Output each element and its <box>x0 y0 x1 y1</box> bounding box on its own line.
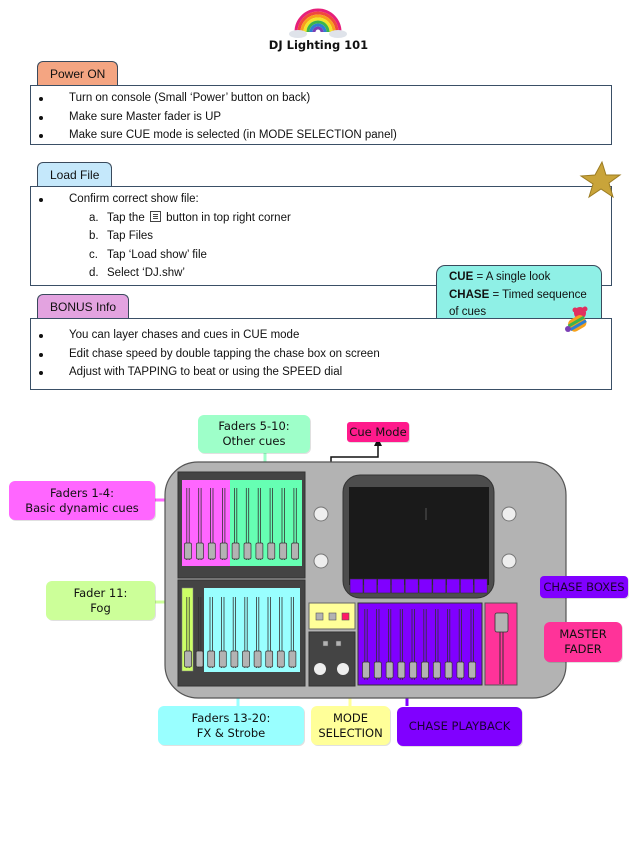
chase-box[interactable] <box>432 578 447 594</box>
bear-sticker-icon <box>565 306 588 332</box>
top-fader[interactable] <box>267 488 276 560</box>
bottom-fader[interactable] <box>218 597 227 668</box>
top-fader[interactable] <box>279 488 288 560</box>
bottom-fader[interactable] <box>207 597 216 668</box>
chase-box[interactable] <box>404 578 419 594</box>
chase-fader[interactable] <box>397 609 406 680</box>
load-file-box: Confirm correct show file: a.Tap the but… <box>30 186 612 286</box>
list-item: Make sure CUE mode is selected (in MODE … <box>39 126 611 145</box>
bottom-fader[interactable] <box>242 597 250 668</box>
chase-fader[interactable] <box>421 609 429 680</box>
list-item: Adjust with TAPPING to beat or using the… <box>39 363 611 382</box>
page-title: DJ Lighting 101 <box>268 38 369 52</box>
screen <box>349 487 489 585</box>
label-chase-playback: CHASE PLAYBACK <box>397 707 522 746</box>
list-item: You can layer chases and cues in CUE mod… <box>39 326 611 345</box>
list-item: Edit chase speed by double tapping the c… <box>39 345 611 364</box>
bottom-fader[interactable] <box>265 597 274 668</box>
menu-icon <box>149 210 161 222</box>
top-fader[interactable] <box>184 488 192 560</box>
top-fader[interactable] <box>196 488 204 560</box>
chase-fader[interactable] <box>409 609 418 680</box>
chase-fader[interactable] <box>362 609 370 680</box>
step-item: d.Select ‘DJ.shw’ <box>89 267 185 279</box>
mode-button[interactable] <box>328 612 337 621</box>
chase-box[interactable] <box>349 578 364 594</box>
step-item: a.Tap the button in top right corner <box>89 210 291 224</box>
list-item: Make sure Master fader is UP <box>39 108 611 127</box>
faders-13-20-zone <box>204 588 300 672</box>
star-sticker-icon <box>579 160 622 199</box>
power-on-box: Turn on console (Small ‘Power’ button on… <box>30 85 612 145</box>
label-mode-selection: MODE SELECTION <box>311 706 390 745</box>
label-master-fader: MASTER FADER <box>544 622 622 662</box>
rainbow-icon <box>289 8 347 38</box>
bottom-fader[interactable] <box>230 597 239 668</box>
chase-fader[interactable] <box>444 609 453 680</box>
chase-fader[interactable] <box>456 609 465 680</box>
top-fader[interactable] <box>255 488 264 560</box>
list-item: Turn on console (Small ‘Power’ button on… <box>39 89 611 108</box>
chase-fader[interactable] <box>468 609 477 680</box>
chase-box[interactable] <box>446 578 460 594</box>
bonus-info-box: You can layer chases and cues in CUE mod… <box>30 318 612 390</box>
console-diagram <box>155 438 567 706</box>
master-fader-knob <box>494 612 509 633</box>
bottom-fader[interactable] <box>184 597 192 668</box>
top-fader[interactable] <box>219 488 228 560</box>
label-chase-boxes: CHASE BOXES <box>540 576 628 598</box>
label-cue-mode: Cue Mode <box>347 422 409 442</box>
top-fader[interactable] <box>291 488 299 560</box>
label-faders-1-4: Faders 1-4: Basic dynamic cues <box>9 481 155 520</box>
tab-bonus-info: BONUS Info <box>37 294 130 318</box>
mode-button[interactable] <box>315 612 324 621</box>
chase-fader[interactable] <box>373 609 382 680</box>
label-faders-5-10: Faders 5-10: Other cues <box>198 415 310 453</box>
step-item: c.Tap ‘Load show’ file <box>89 248 207 261</box>
chase-box[interactable] <box>418 578 433 594</box>
chase-fader[interactable] <box>385 609 394 680</box>
fader-11-zone <box>181 587 194 672</box>
chase-box[interactable] <box>377 578 391 594</box>
label-faders-13-20: Faders 13-20: FX & Strobe <box>158 706 304 745</box>
chase-box[interactable] <box>460 578 474 594</box>
chase-box[interactable] <box>473 578 488 594</box>
bottom-fader[interactable] <box>288 597 297 668</box>
bottom-fader[interactable] <box>253 597 262 668</box>
tab-load-file: Load File <box>37 162 113 186</box>
tab-power-on: Power ON <box>37 61 119 85</box>
label-fader-11: Fader 11: Fog <box>46 581 155 620</box>
chase-box[interactable] <box>363 578 378 594</box>
chase-fader[interactable] <box>432 609 441 680</box>
bottom-fader[interactable] <box>195 597 204 668</box>
chase-box[interactable] <box>391 578 405 594</box>
top-fader[interactable] <box>207 488 216 560</box>
top-fader[interactable] <box>231 488 240 560</box>
cue-mode-button[interactable] <box>341 612 350 621</box>
cue-chase-note: CUE = A single look CHASE = Timed sequen… <box>436 265 602 321</box>
list-item: Confirm correct show file: <box>39 190 611 209</box>
step-item: b.Tap Files <box>89 230 154 242</box>
faders-5-10-zone <box>230 480 302 566</box>
bottom-fader[interactable] <box>276 597 285 668</box>
top-fader[interactable] <box>243 488 252 560</box>
